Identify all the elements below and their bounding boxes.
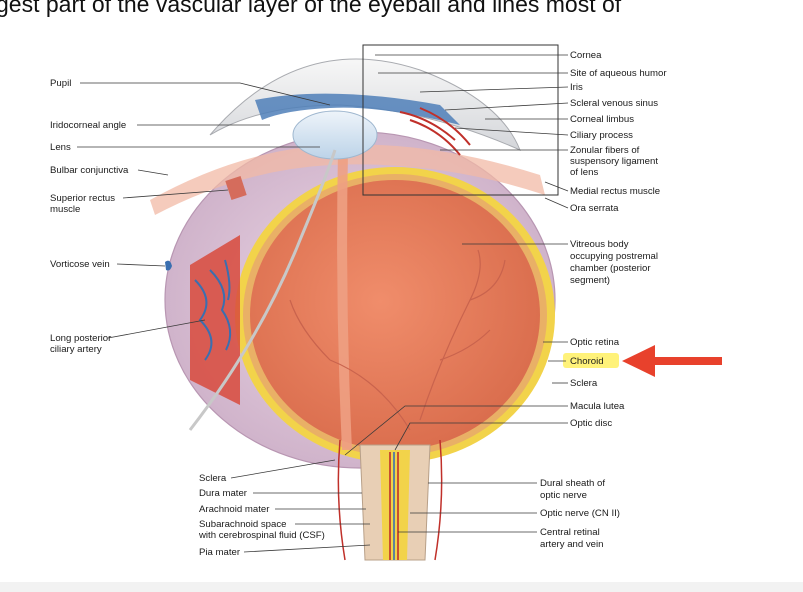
label-dural-sheath-2: optic nerve [540, 490, 587, 501]
retinal-vessels [289, 249, 506, 431]
label-choroid: Choroid [570, 356, 604, 367]
iris-ciliary-region [255, 93, 460, 125]
label-corneal-limbus: Corneal limbus [570, 114, 634, 125]
label-subarachnoid-2: with cerebrospinal fluid (CSF) [198, 530, 325, 541]
label-cornea: Cornea [570, 50, 602, 61]
leader-long-posterior [107, 319, 206, 339]
ciliary-vessels [399, 107, 471, 156]
bottom-bar [0, 582, 803, 592]
left-labels: Pupil Iridocorneal angle Lens Bulbar con… [50, 78, 331, 355]
label-vitreous-1: Vitreous body [570, 239, 629, 250]
label-vitreous-2: occupying postremal [570, 251, 658, 262]
label-vitreous-4: segment) [570, 275, 610, 286]
label-pia: Pia mater [199, 547, 241, 558]
optic-nerve-core [380, 450, 410, 560]
leader-macula [344, 405, 568, 456]
leader-vorticose-vein [116, 263, 166, 267]
label-zonular-2: suspensory ligament [570, 156, 658, 167]
label-optic-nerve: Optic nerve (CN II) [540, 508, 620, 519]
right-labels: Cornea Site of aqueous humor Iris Sclera… [344, 50, 667, 456]
inset-frame [362, 44, 559, 196]
label-zonular-3: of lens [570, 167, 598, 178]
label-long-posterior-1: Long posterior [50, 333, 112, 344]
label-iris: Iris [570, 82, 583, 93]
label-long-posterior-2: ciliary artery [50, 344, 102, 355]
red-arrow-head [622, 345, 655, 377]
cutaway-vessel-network [194, 259, 232, 361]
label-macula: Macula lutea [570, 401, 625, 412]
slide-heading-text: gest part of the vascular layer of the e… [0, 0, 622, 17]
label-ciliary-process: Ciliary process [570, 130, 633, 141]
vitreous-body-shape [250, 180, 540, 450]
leader-scleral-sinus [444, 102, 569, 111]
red-arrow [622, 345, 722, 377]
leader-iris [419, 86, 569, 93]
label-central-retinal-1: Central retinal [540, 527, 600, 538]
label-scleral-sinus: Scleral venous sinus [570, 98, 658, 109]
cutaway-choroid-section [190, 235, 240, 405]
label-superior-rectus-1: Superior rectus [50, 193, 115, 204]
label-central-retinal-2: artery and vein [540, 539, 603, 550]
ciliary-artery-line [188, 149, 337, 431]
leader-ciliary-process [454, 127, 569, 136]
leader-medial-rectus [544, 181, 569, 192]
label-iridocorneal-angle: Iridocorneal angle [50, 120, 126, 131]
vorticose-vein-shape [165, 260, 172, 271]
eyeball-illustration [150, 58, 556, 561]
label-dural-sheath-1: Dural sheath of [540, 478, 605, 489]
label-sclera-right: Sclera [570, 378, 598, 389]
bottom-labels: Sclera Dura mater Arachnoid mater Subara… [198, 459, 620, 558]
label-subarachnoid-1: Subarachnoid space [199, 519, 286, 530]
leader-ora-serrata [544, 197, 569, 209]
leader-pia [243, 544, 371, 553]
label-pupil: Pupil [50, 78, 71, 89]
leader-sclera-bottom [230, 459, 336, 479]
hyaloid-canal [337, 150, 352, 450]
label-sclera-bottom: Sclera [199, 473, 227, 484]
choroid-highlight [563, 353, 619, 368]
leader-superior-rectus [122, 189, 229, 199]
label-optic-disc: Optic disc [570, 418, 612, 429]
optic-sheath-vessels [337, 439, 443, 561]
label-aqueous: Site of aqueous humor [570, 68, 667, 79]
label-vorticose-vein: Vorticose vein [50, 259, 110, 270]
leader-bulbar-conjunctiva [137, 169, 169, 176]
label-bulbar-conjunctiva: Bulbar conjunctiva [50, 165, 129, 176]
central-retinal-vessels [389, 452, 399, 560]
conjunctiva-band [150, 144, 545, 215]
leader-optic-disc [394, 422, 568, 451]
label-ora-serrata: Ora serrata [570, 203, 619, 214]
label-zonular-1: Zonular fibers of [570, 145, 640, 156]
label-superior-rectus-2: muscle [50, 204, 80, 215]
label-lens: Lens [50, 142, 71, 153]
label-vitreous-3: chamber (posterior [570, 263, 651, 274]
label-dura: Dura mater [199, 488, 248, 499]
red-arrow-shaft [650, 357, 722, 365]
superior-rectus-muscle [225, 176, 247, 200]
label-medial-rectus: Medial rectus muscle [570, 186, 660, 197]
label-optic-retina: Optic retina [570, 337, 620, 348]
leader-pupil [80, 82, 331, 106]
label-arachnoid: Arachnoid mater [199, 504, 270, 515]
